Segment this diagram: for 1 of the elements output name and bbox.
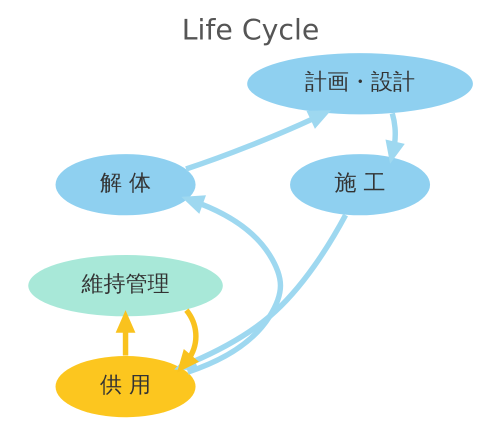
diagram-title: Life Cycle — [182, 14, 320, 47]
